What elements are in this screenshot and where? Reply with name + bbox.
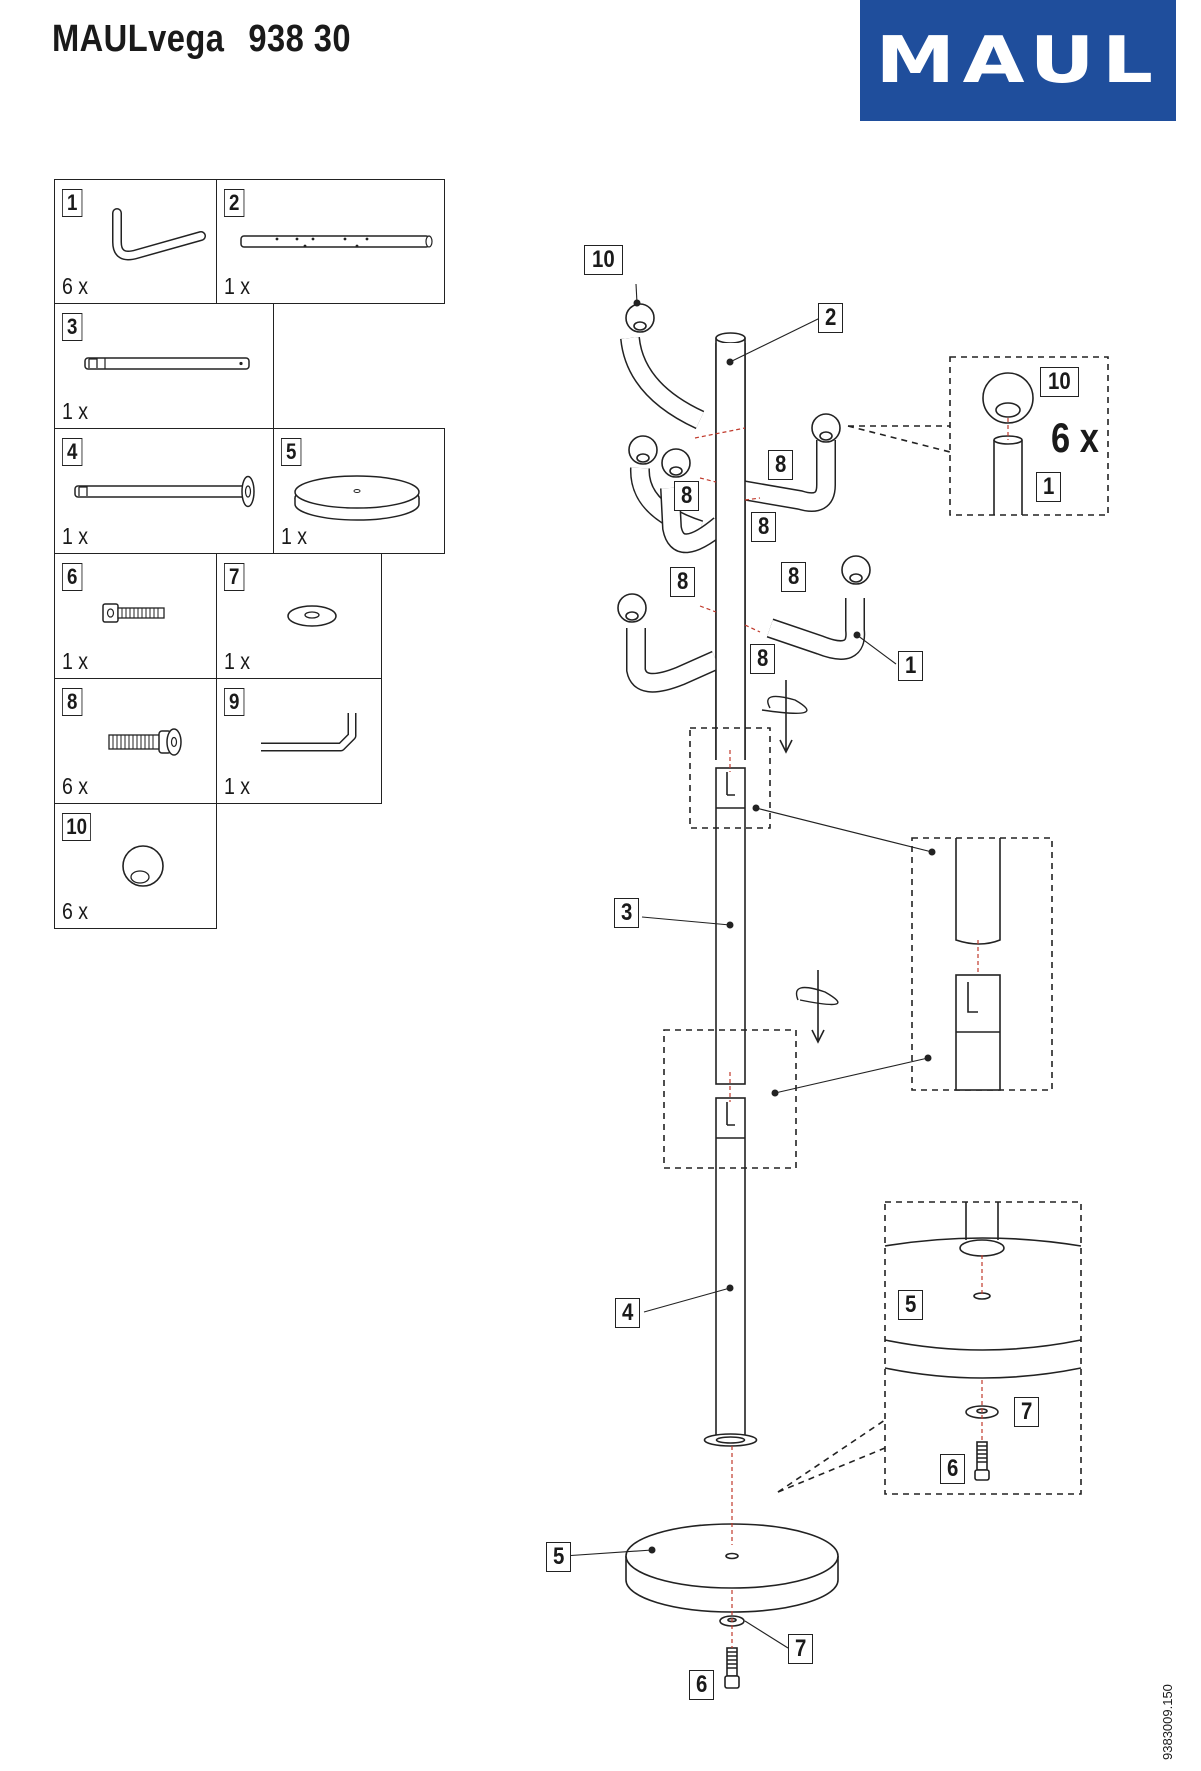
product-name: MAULvega	[52, 18, 225, 60]
callout-10: 10	[584, 245, 623, 275]
article-number: 938 30	[248, 18, 351, 60]
callout-8c: 8	[751, 512, 777, 542]
brand-logo: MAUL	[860, 0, 1176, 121]
parts-list: 1 6 x 2 1 x 3 1 x 4	[54, 179, 445, 939]
part-quantity: 1 x	[224, 273, 251, 299]
part-cell-5: 5 1 x	[273, 428, 445, 554]
part-quantity: 1 x	[281, 523, 308, 549]
callout-6: 6	[689, 1670, 715, 1700]
part-cell-3: 3 1 x	[54, 303, 274, 429]
part-cell-2: 2 1 x	[216, 179, 445, 304]
part-quantity: 1 x	[62, 523, 89, 549]
top-tube-icon	[240, 235, 433, 248]
allen-key-icon	[261, 713, 357, 752]
part-quantity: 6 x	[62, 773, 89, 799]
callout-2: 2	[818, 303, 844, 333]
ball-cap-icon	[122, 845, 164, 887]
part-quantity: 6 x	[62, 898, 89, 924]
hook-screw-icon	[108, 728, 182, 756]
part-cell-9: 9 1 x	[216, 678, 382, 804]
callout-7: 7	[788, 1634, 814, 1664]
callout-8f: 8	[750, 644, 776, 674]
brand-logo-text: MAUL	[875, 23, 1161, 98]
part-cell-7: 7 1 x	[216, 553, 382, 679]
bottom-tube-flange-icon	[74, 475, 255, 508]
part-number: 7	[224, 563, 245, 591]
detail-base-callout-7: 7	[1014, 1397, 1040, 1427]
part-quantity: 1 x	[62, 648, 89, 674]
part-quantity: 6 x	[62, 273, 89, 299]
detail-ball-callout-1: 1	[1036, 472, 1062, 502]
part-number: 8	[62, 688, 83, 716]
callout-4: 4	[615, 1298, 641, 1328]
part-cell-1: 1 6 x	[54, 179, 217, 304]
part-cell-10: 10 6 x	[54, 803, 217, 929]
part-quantity: 1 x	[62, 398, 89, 424]
callout-1: 1	[898, 651, 924, 681]
callout-3: 3	[614, 898, 640, 928]
part-number: 4	[62, 438, 83, 466]
part-quantity: 1 x	[224, 648, 251, 674]
part-quantity: 1 x	[224, 773, 251, 799]
callout-8a: 8	[768, 450, 794, 480]
base-plate-icon	[294, 475, 420, 521]
document-number: 9383009.150	[1160, 1684, 1175, 1760]
part-number: 3	[62, 313, 83, 341]
part-cell-6: 6 1 x	[54, 553, 217, 679]
detail-base-callout-6: 6	[940, 1454, 966, 1484]
part-number: 1	[62, 189, 83, 217]
part-number: 9	[224, 688, 245, 716]
part-number: 2	[224, 189, 245, 217]
part-number: 10	[62, 813, 92, 841]
middle-tube-icon	[84, 357, 250, 370]
part-number: 5	[281, 438, 302, 466]
washer-icon	[287, 605, 337, 627]
part-number: 6	[62, 563, 83, 591]
hook-arm-icon	[112, 208, 206, 261]
detail-base-callout-5: 5	[898, 1290, 924, 1320]
callout-5: 5	[546, 1542, 572, 1572]
socket-screw-icon	[102, 603, 165, 623]
detail-ball-callout-10: 10	[1040, 367, 1079, 397]
callout-8b: 8	[674, 481, 700, 511]
callout-8d: 8	[781, 562, 807, 592]
callout-8e: 8	[670, 567, 696, 597]
detail-ball-count: 6 x	[1051, 414, 1099, 461]
document-title: MAULvega 938 30	[52, 18, 351, 61]
